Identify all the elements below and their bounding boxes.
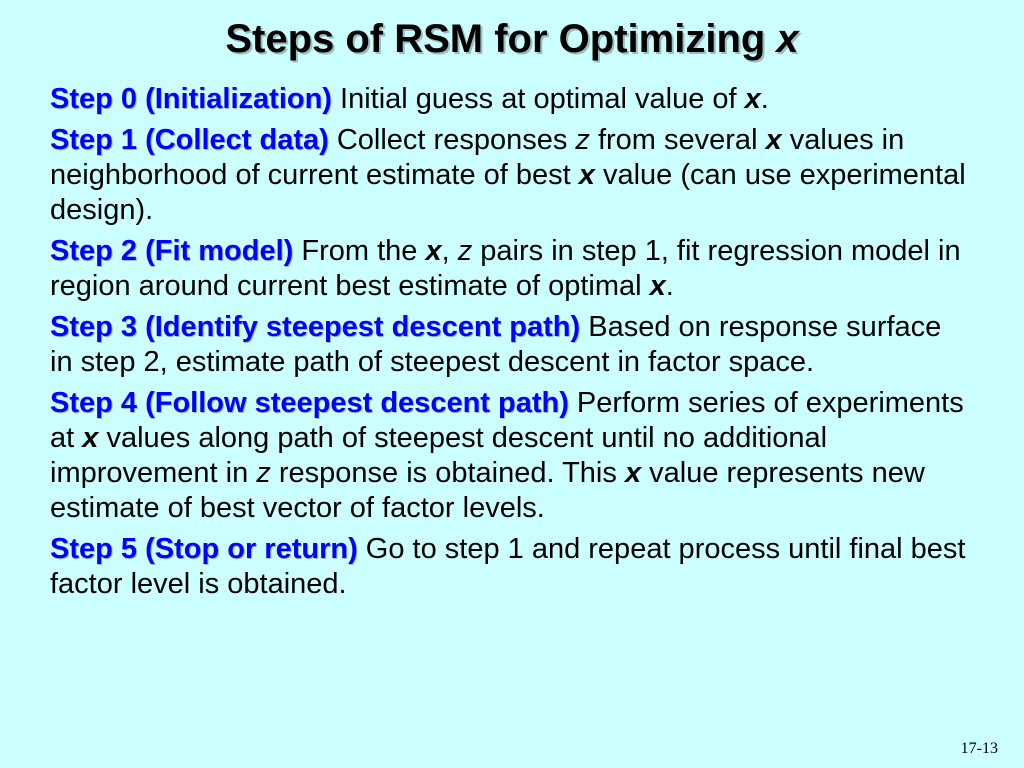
step-variable-x: x <box>624 457 642 489</box>
step-3: Step 3 (Identify steepest descent path) … <box>50 310 970 380</box>
step-text: Initial guess at optimal value of <box>331 83 745 115</box>
step-variable-x: x <box>649 270 666 302</box>
step-text: response is obtained. This <box>270 457 625 489</box>
step-variable-z: z <box>256 457 271 489</box>
slide-title-variable: x <box>776 17 799 61</box>
step-0: Step 0 (Initialization) Initial guess at… <box>50 82 970 117</box>
step-label: Step 4 (Follow steepest descent path) <box>50 387 569 419</box>
slide-title: Steps of RSM for Optimizing x <box>0 14 1024 64</box>
step-variable-x: x <box>82 422 99 454</box>
step-1: Step 1 (Collect data) Collect responses … <box>50 123 970 228</box>
step-variable-x: x <box>425 235 442 267</box>
step-text: values in neighborhood of current estima… <box>50 124 905 191</box>
step-variable-x: x <box>744 83 761 115</box>
steps-list: Step 0 (Initialization) Initial guess at… <box>50 82 970 608</box>
step-label: Step 3 (Identify steepest descent path) <box>50 311 581 343</box>
step-variable-x: x <box>578 159 595 191</box>
step-text: Go to step 1 and repeat process until fi… <box>50 533 966 600</box>
step-text: . <box>665 270 674 302</box>
slide-title-text: Steps of RSM for Optimizing <box>225 17 777 61</box>
step-text: value represents new estimate of best ve… <box>50 457 925 524</box>
step-variable-x: x <box>765 124 782 156</box>
step-label: Step 0 (Initialization) <box>50 83 332 115</box>
step-text: values along path of steepest descent un… <box>50 422 828 489</box>
step-5: Step 5 (Stop or return) Go to step 1 and… <box>50 532 970 602</box>
step-text: Collect responses <box>328 124 576 156</box>
step-variable-z: z <box>575 124 590 156</box>
step-variable-z: z <box>457 235 473 267</box>
step-text: Based on response surface in step 2, est… <box>50 311 942 378</box>
step-label: Step 2 (Fit model) <box>50 235 294 267</box>
step-text: From the <box>293 235 426 267</box>
step-text: pairs in step 1, fit regression model in… <box>50 235 961 302</box>
step-label: Step 1 (Collect data) <box>50 124 329 156</box>
step-text: , <box>441 235 458 267</box>
step-text: from several <box>589 124 766 156</box>
page-number: 17-13 <box>960 740 998 757</box>
step-text: Perform series of experiments at <box>50 387 964 454</box>
step-label: Step 5 (Stop or return) <box>50 533 358 565</box>
step-4: Step 4 (Follow steepest descent path) Pe… <box>50 386 970 526</box>
step-text: . <box>760 83 769 115</box>
step-2: Step 2 (Fit model) From the x, z pairs i… <box>50 234 970 304</box>
step-text: value (can use experimental design). <box>50 159 966 226</box>
